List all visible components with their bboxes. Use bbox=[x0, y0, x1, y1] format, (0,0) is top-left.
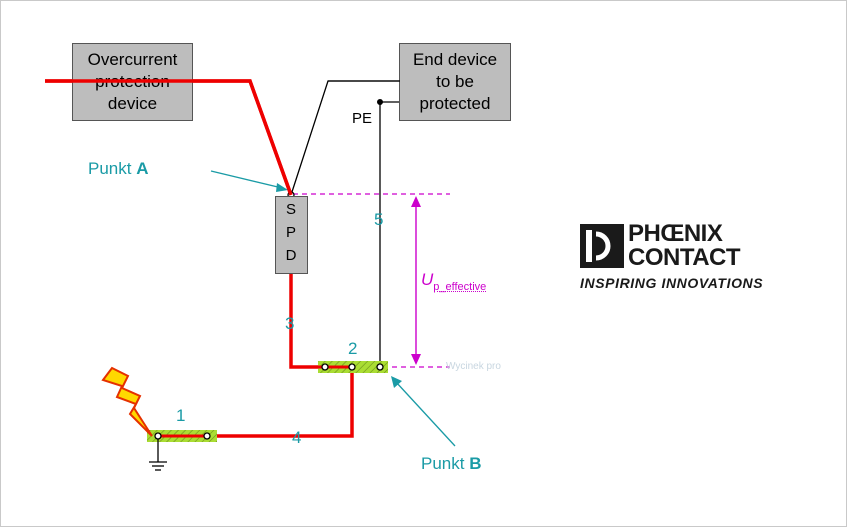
phoenix-contact-logo bbox=[580, 224, 624, 268]
spd-box bbox=[275, 196, 308, 274]
pe-junction-dot bbox=[377, 99, 383, 105]
punkt-b-arrow bbox=[395, 381, 456, 447]
terminal-dot bbox=[321, 363, 329, 371]
node-label-2: 2 bbox=[348, 339, 358, 358]
spd-letter-d: D bbox=[285, 247, 297, 264]
red-wire-bar2-to-bar1 bbox=[160, 367, 354, 438]
spd-letter-s: S bbox=[285, 201, 296, 218]
punkt-a-label: Punkt A bbox=[88, 159, 149, 179]
logo-line-2: CONTACT bbox=[628, 244, 741, 271]
black-wire-end-device bbox=[290, 80, 400, 196]
end-device-box: End device to be protected bbox=[399, 43, 511, 121]
red-wire-spd-to-bar bbox=[289, 272, 325, 369]
spd-letter-p: P bbox=[285, 224, 296, 241]
terminal-dot bbox=[203, 432, 211, 440]
up-arrow-head-bottom bbox=[411, 354, 421, 365]
punkt-a-arrow bbox=[210, 170, 283, 189]
overcurrent-protection-device-box: Overcurrent protection device bbox=[72, 43, 193, 121]
up-main: U bbox=[421, 270, 434, 289]
up-subscript: p_effective bbox=[433, 281, 487, 293]
punkt-b-letter: B bbox=[469, 454, 482, 473]
punkt-a-word: Punkt bbox=[88, 159, 132, 178]
ground-icon bbox=[149, 439, 167, 471]
node-label-1: 1 bbox=[176, 406, 186, 425]
terminal-dot bbox=[376, 363, 384, 371]
punkt-b-arrowhead bbox=[391, 376, 402, 388]
punkt-a-letter: A bbox=[136, 159, 149, 178]
node-label-3: 3 bbox=[285, 314, 295, 333]
node-label-5: 5 bbox=[374, 210, 384, 229]
punkt-b-label: Punkt B bbox=[421, 454, 482, 474]
pe-label: PE bbox=[352, 110, 373, 127]
punkt-b-word: Punkt bbox=[421, 454, 465, 473]
logo-tagline: INSPIRING INNOVATIONS bbox=[580, 275, 764, 291]
up-arrow-head-top bbox=[411, 196, 421, 207]
logo-line-1: PHŒNIX bbox=[628, 220, 723, 247]
faint-watermark-text: Wycinek pro bbox=[446, 361, 501, 372]
lightning-icon bbox=[101, 366, 153, 437]
up-effective-label: Up_effective bbox=[421, 270, 487, 293]
node-label-4: 4 bbox=[292, 428, 302, 447]
terminal-dot bbox=[154, 432, 162, 440]
terminal-dot bbox=[348, 363, 356, 371]
